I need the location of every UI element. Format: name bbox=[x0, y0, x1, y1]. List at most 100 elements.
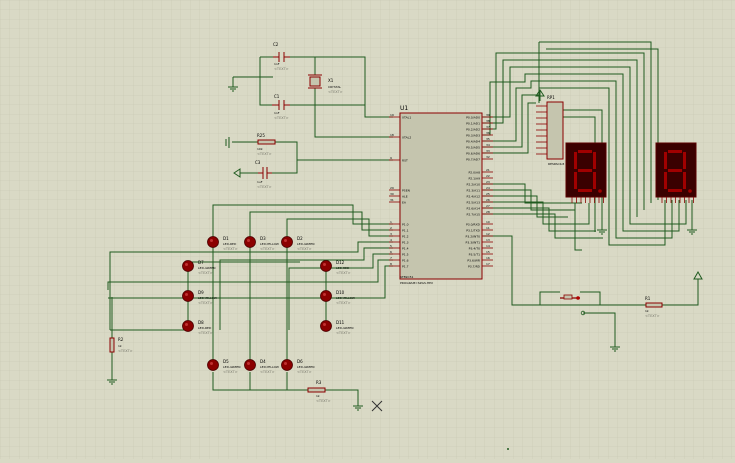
mcu-pin-number: 13 bbox=[486, 238, 490, 242]
resistor-value: 10k bbox=[257, 147, 263, 151]
capacitor-c1[interactable]: C1 1nF <TEXT> bbox=[272, 94, 290, 120]
mcu-pin-number: 17 bbox=[486, 262, 490, 266]
respack-rp1[interactable]: RP1 RESPACK-8 bbox=[536, 95, 564, 166]
led-body bbox=[244, 236, 256, 248]
mcu-pin-number: 37 bbox=[486, 125, 490, 129]
respack-body[interactable] bbox=[546, 101, 564, 160]
resistor-ref: R2 bbox=[118, 337, 124, 342]
crystal-x1[interactable]: X1 CRYSTAL <TEXT> bbox=[308, 74, 343, 94]
led-color: LED-YELLOW bbox=[198, 296, 217, 300]
text-placeholder: <TEXT> bbox=[336, 301, 351, 305]
led-highlight bbox=[185, 323, 188, 326]
display-segment bbox=[574, 172, 577, 189]
mcu-pin-name: P3.0/RXD bbox=[466, 222, 481, 226]
mcu-pin-name: P3.4/T0 bbox=[469, 246, 480, 250]
resistor-value: 1k bbox=[118, 344, 122, 348]
resistor-r1[interactable]: R1 1k <TEXT> bbox=[645, 296, 663, 318]
mcu-pin-number: 21 bbox=[486, 168, 490, 172]
mcu-pin-name: P1.3 bbox=[402, 240, 409, 244]
text-placeholder: <TEXT> bbox=[257, 185, 272, 189]
led-highlight bbox=[185, 263, 188, 266]
mcu-pin-number: 28 bbox=[486, 210, 490, 214]
led-ref: D9 bbox=[198, 290, 204, 295]
display-segment bbox=[574, 152, 577, 169]
mcu-pin-name: P2.3/A11 bbox=[467, 188, 481, 192]
mcu-pin-name: P2.1/A9 bbox=[468, 176, 480, 180]
led-ref: D3 bbox=[260, 236, 266, 241]
capacitor-value: 1uF bbox=[257, 180, 263, 184]
mcu-pin-number: 25 bbox=[486, 192, 490, 196]
mcu-u1[interactable]: U1 AT89C51 PROGRAM=SZGS.HEX XTAL119XTAL2… bbox=[389, 105, 493, 285]
mcu-pin-number: 38 bbox=[486, 119, 490, 123]
resistor-r3[interactable]: R3 1k <TEXT> bbox=[307, 380, 331, 403]
mcu-pin-number: 16 bbox=[486, 256, 490, 260]
led-body bbox=[320, 290, 332, 302]
push-button[interactable] bbox=[560, 294, 586, 316]
mcu-program: PROGRAM=SZGS.HEX bbox=[400, 281, 433, 285]
display-segment bbox=[683, 152, 686, 169]
capacitor-c3[interactable]: C3 1uF <TEXT> bbox=[255, 160, 272, 189]
capacitor-c2[interactable]: C2 1nF <TEXT> bbox=[273, 42, 290, 71]
mcu-pin-name: P1.7 bbox=[402, 264, 409, 268]
resistor-r2[interactable]: R2 1k <TEXT> bbox=[109, 337, 133, 353]
resistor-ref: R1 bbox=[645, 296, 651, 301]
led-highlight bbox=[247, 239, 250, 242]
mcu-pin-name: P2.7/A15 bbox=[467, 212, 481, 216]
mcu-pin-name: P3.1/TXD bbox=[466, 228, 480, 232]
mcu-pin-name: P1.4 bbox=[402, 246, 409, 250]
display-dp bbox=[598, 189, 602, 193]
mcu-pin-number: 22 bbox=[486, 174, 490, 178]
mcu-pin-name: ALE bbox=[402, 194, 408, 198]
text-placeholder: <TEXT> bbox=[274, 116, 289, 120]
mcu-body[interactable] bbox=[399, 112, 483, 280]
mcu-pin-name: P0.5/AD5 bbox=[466, 145, 480, 149]
mcu-pin-name: P1.1 bbox=[402, 228, 409, 232]
button-terminal bbox=[580, 310, 586, 316]
mcu-pin-number: 10 bbox=[486, 220, 490, 224]
mcu-pin-number: 39 bbox=[486, 113, 490, 117]
led-body bbox=[281, 236, 293, 248]
mcu-pin-number: 29 bbox=[390, 186, 394, 190]
mcu-pin-name: P3.3/INT1 bbox=[466, 240, 481, 244]
mcu-ref: U1 bbox=[400, 105, 408, 112]
led-color: LED-GREEN bbox=[336, 326, 354, 330]
led-color: LED-YELLOW bbox=[260, 365, 279, 369]
display-segment bbox=[668, 189, 682, 192]
mcu-pin-number: 5 bbox=[390, 244, 392, 248]
capacitor-value: 1nF bbox=[274, 62, 280, 66]
led-body bbox=[207, 359, 219, 371]
seven-segment-display-2[interactable] bbox=[655, 142, 697, 203]
no-connect-marker bbox=[371, 400, 383, 412]
mcu-pin-name: P0.7/AD7 bbox=[466, 157, 480, 161]
mcu-pin-number: 35 bbox=[486, 137, 490, 141]
led-highlight bbox=[284, 362, 287, 365]
respack-pins bbox=[536, 105, 547, 155]
mcu-pin-number: 19 bbox=[390, 113, 394, 117]
seven-segment-display-1[interactable] bbox=[565, 142, 607, 203]
led-highlight bbox=[323, 323, 326, 326]
resistor-r25[interactable]: R25 10k <TEXT> bbox=[257, 133, 276, 156]
mcu-pin-number: 6 bbox=[390, 250, 392, 254]
led-highlight bbox=[323, 293, 326, 296]
text-placeholder: <TEXT> bbox=[316, 399, 331, 403]
led-highlight bbox=[247, 362, 250, 365]
text-placeholder: <TEXT> bbox=[297, 370, 312, 374]
led-highlight bbox=[284, 239, 287, 242]
mcu-pin-name: P2.0/A8 bbox=[468, 170, 480, 174]
mcu-pin-name: P0.1/AD1 bbox=[466, 121, 480, 125]
led-body bbox=[207, 236, 219, 248]
